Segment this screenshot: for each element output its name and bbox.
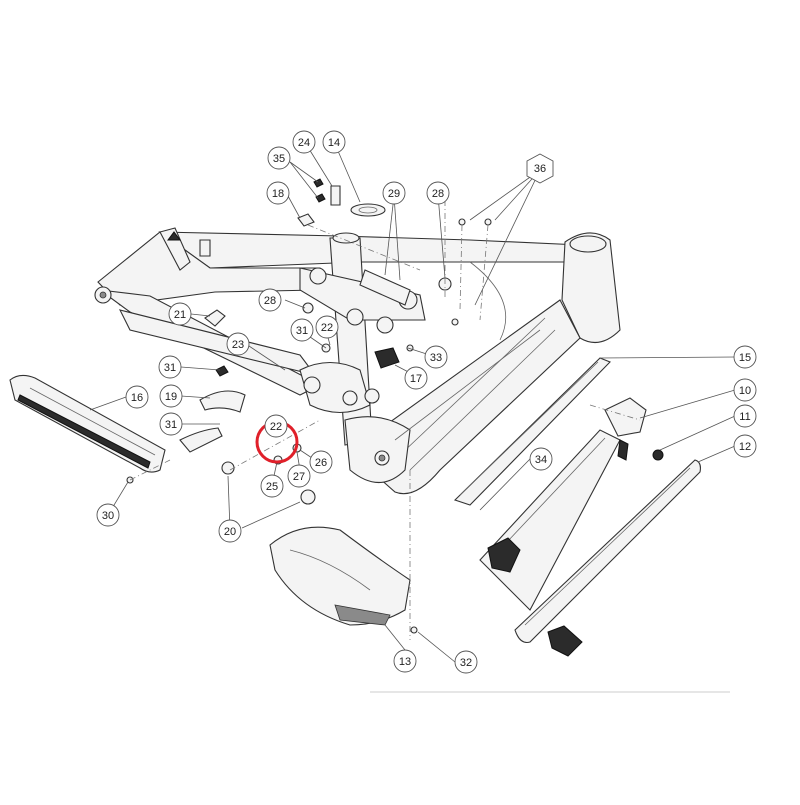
callout-25-label: 25 <box>266 481 278 493</box>
callout-20: 20 <box>218 519 242 543</box>
callout-10: 10 <box>733 378 757 402</box>
leader-lines <box>89 143 736 663</box>
callout-24: 24 <box>292 130 316 154</box>
callout-14: 14 <box>322 130 346 154</box>
callout-32-label: 32 <box>460 657 472 669</box>
callout-18-label: 18 <box>272 188 284 200</box>
callout-31-low-label: 31 <box>165 419 177 431</box>
headset-parts <box>297 178 386 227</box>
callout-17-label: 17 <box>410 373 422 385</box>
callout-23: 23 <box>226 332 250 356</box>
callouts: 24 14 35 18 29 28 36 28 31 22 21 23 33 3… <box>96 130 757 674</box>
callout-22-top: 22 <box>315 315 339 339</box>
callout-34-label: 34 <box>535 454 547 466</box>
callout-34: 34 <box>529 447 553 471</box>
callout-21-label: 21 <box>174 309 186 321</box>
chainstay-protector-part <box>9 374 166 473</box>
callout-31-top: 31 <box>290 318 314 342</box>
callout-12: 12 <box>733 434 757 458</box>
callout-36-label: 36 <box>534 163 546 175</box>
callout-26: 26 <box>309 450 333 474</box>
callout-19: 19 <box>159 384 183 408</box>
callout-31-low: 31 <box>159 412 183 436</box>
callout-19-label: 19 <box>165 391 177 403</box>
callout-15-label: 15 <box>739 352 751 364</box>
skid-plate-part <box>269 526 411 626</box>
callout-30: 30 <box>96 503 120 527</box>
callout-15: 15 <box>733 345 757 369</box>
callout-10-label: 10 <box>739 385 751 397</box>
callout-25: 25 <box>260 474 284 498</box>
callout-28-top: 28 <box>426 181 450 205</box>
callout-17: 17 <box>404 366 428 390</box>
callout-11-label: 11 <box>739 411 750 423</box>
callout-16-label: 16 <box>131 392 143 404</box>
callout-24-label: 24 <box>298 137 310 149</box>
callout-33-label: 33 <box>430 352 442 364</box>
callout-35: 35 <box>267 146 291 170</box>
callout-36: 36 <box>526 153 554 184</box>
bracket-parts <box>179 309 246 453</box>
callout-13: 13 <box>393 649 417 673</box>
callout-23-label: 23 <box>232 339 244 351</box>
rear-triangle <box>94 227 426 413</box>
callout-14-label: 14 <box>328 137 340 149</box>
callout-35-label: 35 <box>273 153 285 165</box>
callout-29: 29 <box>382 181 406 205</box>
callout-26-label: 26 <box>315 457 327 469</box>
callout-22-low-label: 22 <box>270 421 282 433</box>
assembly-axes <box>129 200 641 640</box>
callout-30-label: 30 <box>102 510 114 522</box>
callout-31-mid: 31 <box>158 355 182 379</box>
callout-28-mid: 28 <box>258 288 282 312</box>
callout-12-label: 12 <box>739 441 751 453</box>
callout-22-low: 22 <box>264 414 288 438</box>
callout-28-top-label: 28 <box>432 188 444 200</box>
callout-33: 33 <box>424 345 448 369</box>
callout-13-label: 13 <box>399 656 411 668</box>
battery-assembly <box>453 357 701 657</box>
callout-27-label: 27 <box>293 471 305 483</box>
callout-18: 18 <box>266 181 290 205</box>
callout-31-mid-label: 31 <box>164 362 176 374</box>
callout-16: 16 <box>125 385 149 409</box>
callout-20-label: 20 <box>224 526 236 538</box>
callout-11: 11 <box>733 404 757 428</box>
callout-28-mid-label: 28 <box>264 295 276 307</box>
callout-29-label: 29 <box>388 188 400 200</box>
callout-21: 21 <box>168 302 192 326</box>
callout-22-top-label: 22 <box>321 322 333 334</box>
callout-27: 27 <box>287 464 311 488</box>
callout-31-top-label: 31 <box>296 325 308 337</box>
callout-32: 32 <box>454 650 478 674</box>
